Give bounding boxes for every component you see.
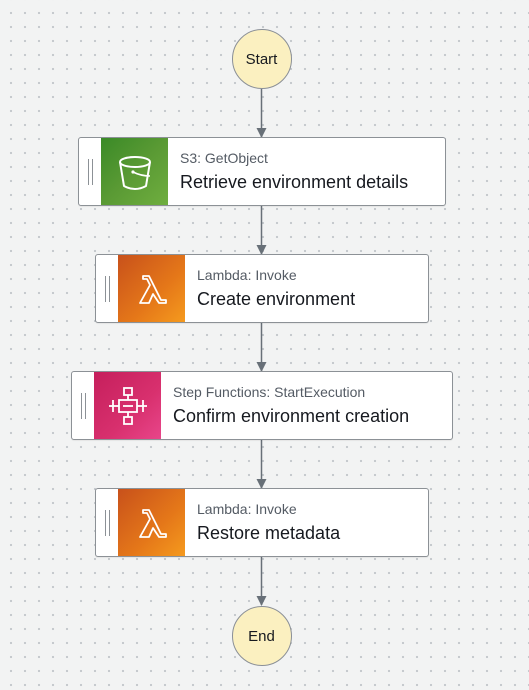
state-api-label: S3: GetObject [180,149,268,166]
state-name-label: Create environment [197,288,356,309]
drag-handle[interactable] [96,489,118,556]
drag-handle[interactable] [96,255,118,322]
s3-bucket-icon [101,138,168,205]
drag-handle[interactable] [79,138,101,205]
step-functions-icon [94,372,161,439]
state-api-label: Lambda: Invoke [197,500,297,517]
state-name-label: Confirm environment creation [173,405,410,426]
drag-handle[interactable] [72,372,94,439]
state-restore-metadata[interactable]: Lambda: Invoke Restore metadata [95,488,429,557]
state-api-label: Step Functions: StartExecution [173,383,366,400]
state-name-label: Retrieve environment details [180,171,409,192]
state-api-label: Lambda: Invoke [197,266,297,283]
state-name-label: Restore metadata [197,522,341,543]
end-label: End [248,627,275,645]
start-node[interactable]: Start [231,29,292,89]
lambda-icon [118,489,185,556]
start-label: Start [245,50,278,68]
end-node[interactable]: End [231,606,292,666]
state-retrieve-environment-details[interactable]: S3: GetObject Retrieve environment detai… [78,137,446,206]
state-create-environment[interactable]: Lambda: Invoke Create environment [95,254,429,323]
state-confirm-environment-creation[interactable]: Step Functions: StartExecution Confirm e… [71,371,453,440]
lambda-icon [118,255,185,322]
